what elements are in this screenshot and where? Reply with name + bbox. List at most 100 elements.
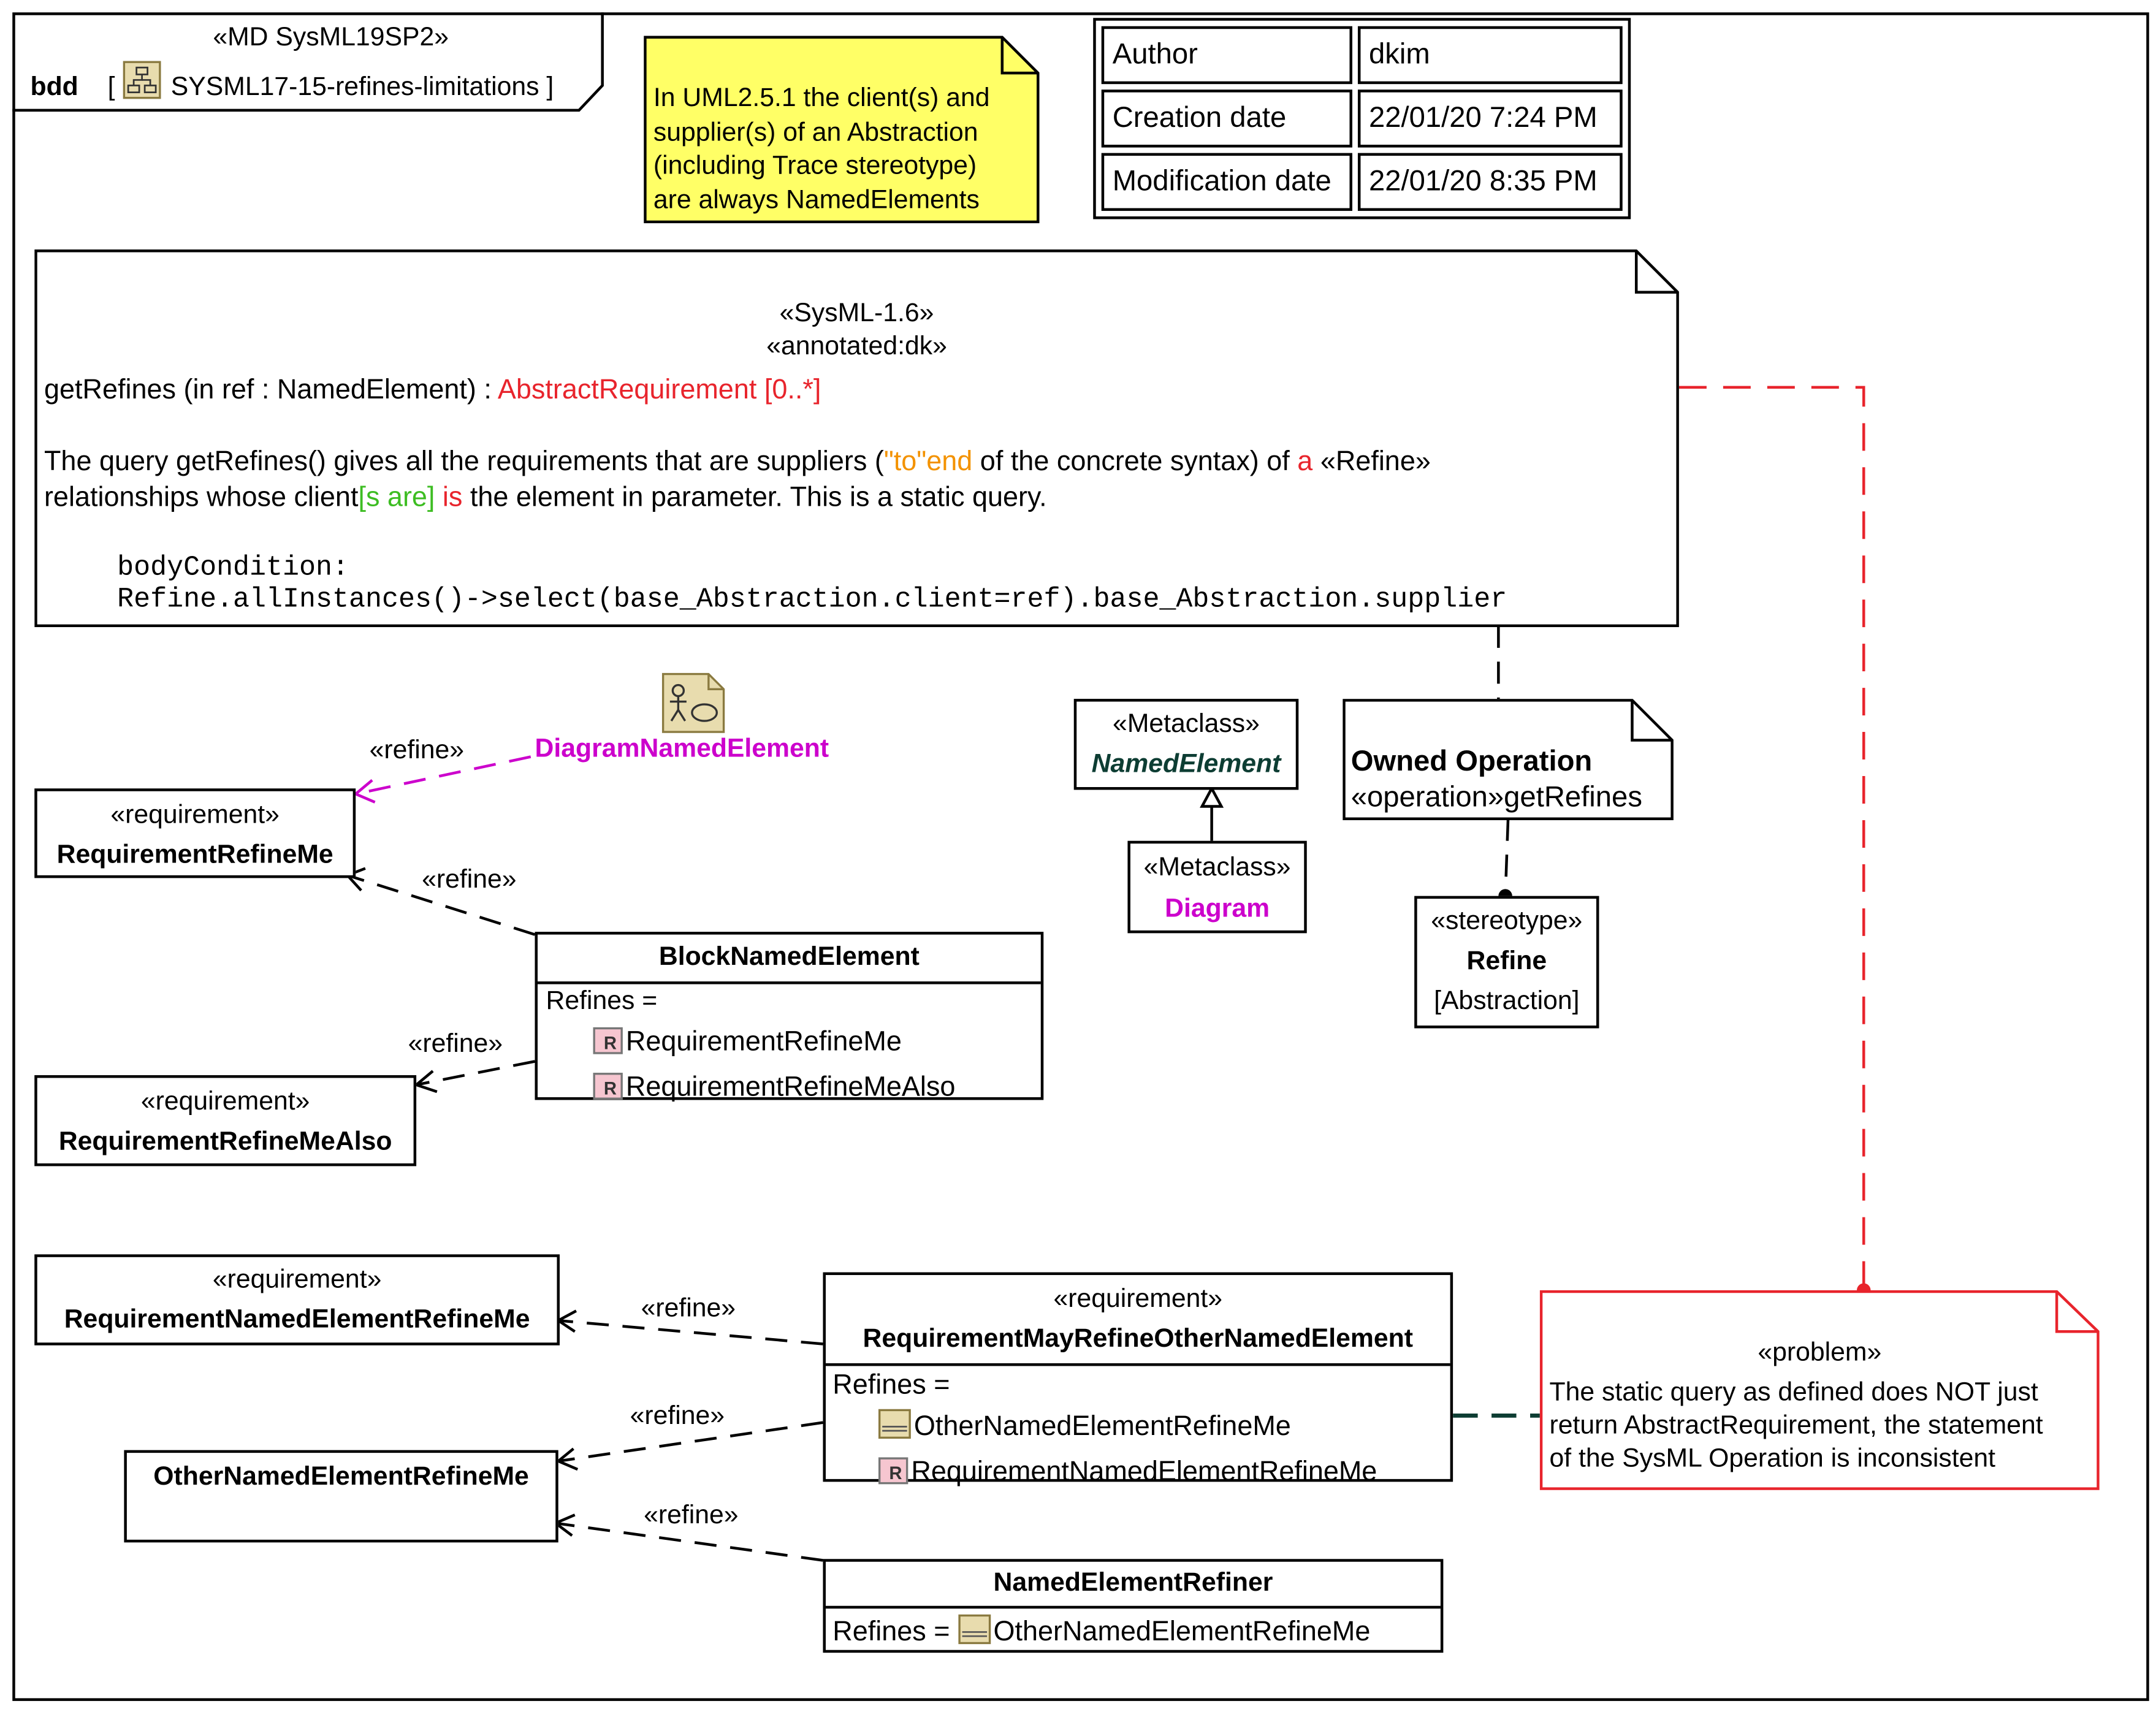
description-line-1: The query getRefines() gives all the req… [44,445,1431,478]
note-stereotype-sysml: «SysML-1.6» [779,299,934,329]
stereotype-keyword: «stereotype» [1431,907,1583,936]
frame-profile-stereotype: «MD SysML19SP2» [213,23,449,53]
refines-item-name: RequirementNamedElementRefineMe [911,1456,1377,1488]
refine-label-diagram: «refine» [369,736,465,766]
refines-item: R RequirementRefineMe [538,1026,1041,1063]
meta-value: 22/01/20 8:35 PM [1357,153,1623,211]
body-condition-label: bodyCondition: [117,552,349,585]
frame-tab-shape [12,12,604,112]
frame-header: bdd [ SYSML17-15-refines-limitations ] [30,61,554,109]
refines-item: R RequirementNamedElementRefineMe [826,1456,1450,1493]
other-named-element-refine-me[interactable]: OtherNamedElementRefineMe [124,1450,558,1543]
requirement-may-refine-other[interactable]: «requirement» RequirementMayRefineOtherN… [823,1272,1453,1487]
stereotype-refine[interactable]: «stereotype» Refine [Abstraction] [1414,896,1599,1029]
signature-prefix: getRefines (in ref : NamedElement) : [44,375,498,406]
requirement-name: RequirementRefineMeAlso [58,1127,392,1157]
requirement-icon: R [593,1027,623,1062]
problem-note[interactable]: «problem» The static query as defined do… [1539,1290,2100,1490]
requirement-icon: R [878,1457,908,1493]
description-line-2: relationships whose client[s are] is the… [44,481,1047,514]
desc-text: relationships whose client [44,482,359,513]
meta-value: dkim [1357,26,1623,85]
info-note-line: are always NamedElements [653,185,980,215]
operation-note[interactable]: «SysML-1.6» «annotated:dk» getRefines (i… [34,249,1679,628]
metaclass-diagram[interactable]: «Metaclass» Diagram [1127,840,1307,934]
desc-s-are: [s are] [358,482,435,513]
meta-row-author: Author dkim [1101,26,1623,85]
requirement-name: RequirementNamedElementRefineMe [64,1305,530,1334]
diagram-frame [12,12,2149,1701]
owned-operation-text: «operation»getRefines [1350,782,1642,813]
meta-row-modification: Modification date 22/01/20 8:35 PM [1101,153,1623,211]
meta-row-creation: Creation date 22/01/20 7:24 PM [1101,89,1623,148]
owned-operation-note[interactable]: Owned Operation «operation»getRefines [1343,699,1674,820]
refines-item-name: RequirementRefineMeAlso [625,1072,956,1103]
svg-text:R: R [604,1079,617,1098]
block-name: BlockNamedElement [537,935,1041,984]
note-stereotype-annotated: «annotated:dk» [766,332,947,362]
refines-item: OtherNamedElementRefineMe [826,1409,1450,1447]
refine-connector-diagram[interactable] [352,755,531,804]
diagram-named-element-label[interactable]: DiagramNamedElement [535,734,829,764]
generalization-connector[interactable] [1200,785,1224,841]
owned-operation-title: Owned Operation [1350,745,1593,778]
named-element-refiner[interactable]: NamedElementRefiner Refines = OtherNamed… [823,1559,1444,1653]
diagram-usecase-icon[interactable] [661,672,725,733]
info-note-shape [644,36,1040,224]
requirement-stereotype: «requirement» [1053,1284,1223,1314]
desc-to-end: "to"end [883,446,973,478]
refine-label-may-named: «refine» [641,1294,736,1323]
info-note[interactable]: In UML2.5.1 the client(s) and supplier(s… [644,36,1040,224]
desc-a: a [1297,446,1313,478]
problem-line: return AbstractRequirement, the statemen… [1549,1411,2043,1441]
refine-label-refiner-other: «refine» [644,1501,739,1531]
refines-item-name: RequirementRefineMe [625,1027,902,1057]
metaclass-named-element[interactable]: «Metaclass» NamedElement [1073,699,1299,790]
info-note-line: In UML2.5.1 the client(s) and [653,84,990,113]
info-note-line: (including Trace stereotype) [653,151,977,181]
meta-key: Creation date [1101,89,1352,148]
signature-return: AbstractRequirement [0..*] [497,375,821,406]
metaclass-stereotype: «Metaclass» [1113,710,1260,739]
requirement-refine-me-also[interactable]: «requirement» RequirementRefineMeAlso [34,1075,417,1167]
refines-label: Refines = [832,1616,950,1648]
meta-value: 22/01/20 7:24 PM [1357,89,1623,148]
refine-connector-may-other[interactable] [555,1421,823,1471]
stereotype-base: [Abstraction] [1434,987,1580,1016]
frame-name: SYSML17-15-refines-limitations [170,73,539,102]
metaclass-name: NamedElement [1091,750,1281,779]
body-condition-expression: Refine.allInstances()->select(base_Abstr… [117,584,1507,617]
refines-label: Refines = [832,1370,950,1401]
refines-item-name: OtherNamedElementRefineMe [993,1616,1371,1648]
refine-label-block-me: «refine» [422,866,517,895]
operation-signature: getRefines (in ref : NamedElement) : Abs… [44,373,821,406]
block-name: OtherNamedElementRefineMe [153,1462,529,1492]
owned-operation-note-shape [1343,699,1674,820]
meta-key: Modification date [1101,153,1352,211]
metaclass-name: Diagram [1165,894,1270,924]
refines-item-name: OtherNamedElementRefineMe [913,1411,1291,1442]
block-icon [958,1614,991,1653]
refine-label-may-other: «refine» [630,1401,725,1431]
svg-text:R: R [604,1033,617,1053]
frame-kind: bdd [30,73,78,102]
meta-table: Author dkim Creation date 22/01/20 7:24 … [1093,18,1631,219]
problem-line: The static query as defined does NOT jus… [1549,1378,2038,1407]
package-diagram-icon [122,61,161,109]
stereotype-name: Refine [1466,946,1547,976]
desc-is: is [435,482,463,513]
requirement-name: RequirementMayRefineOtherNamedElement [863,1325,1414,1354]
problem-stereotype: «problem» [1758,1338,1882,1368]
svg-text:R: R [889,1464,902,1483]
requirement-named-element-refine-me[interactable]: «requirement» RequirementNamedElementRef… [34,1254,560,1346]
requirement-stereotype: «requirement» [110,801,280,830]
meta-key: Author [1101,26,1352,85]
refines-item: R RequirementRefineMeAlso [538,1071,1041,1108]
desc-text: «Refine» [1312,446,1431,478]
info-note-line: supplier(s) of an Abstraction [653,118,978,147]
requirement-refine-me[interactable]: «requirement» RequirementRefineMe [34,788,356,878]
refines-row: Refines = OtherNamedElementRefineMe [826,1614,1441,1653]
desc-text: of the concrete syntax) of [972,446,1298,478]
desc-text: the element in parameter. This is a stat… [462,482,1047,513]
